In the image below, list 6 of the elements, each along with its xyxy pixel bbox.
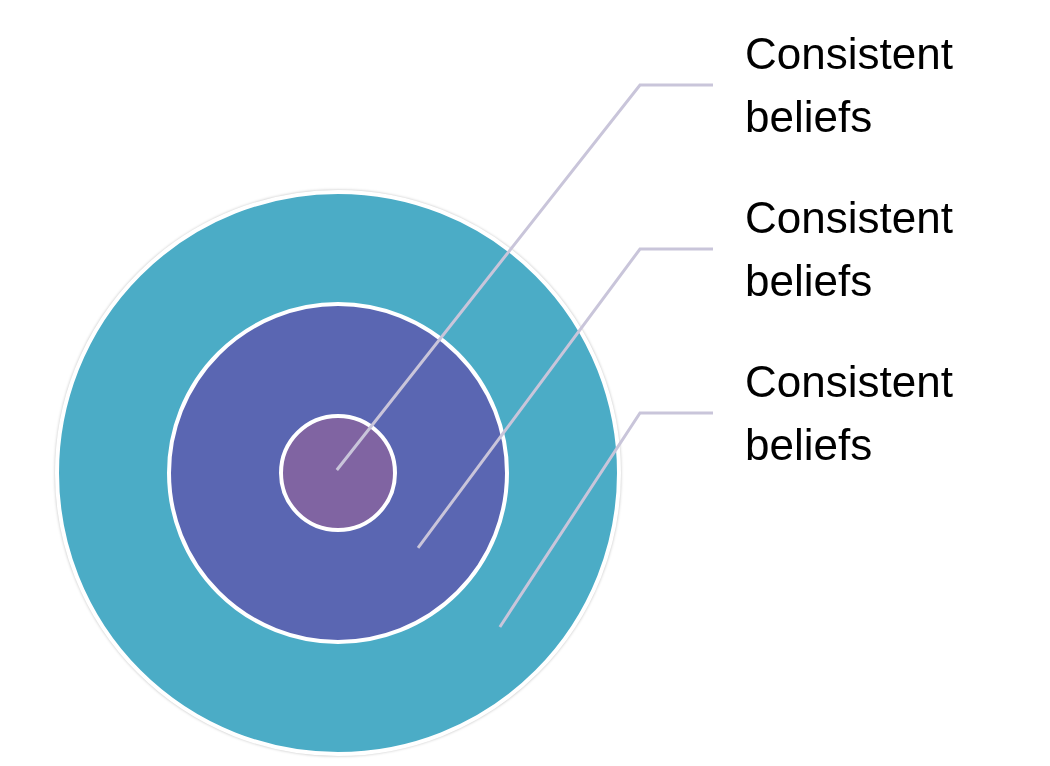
label-text: Consistent beliefs [745,350,1005,476]
label-text: Consistent beliefs [745,22,1005,148]
leader-line [335,83,713,471]
label-text: Consistent beliefs [745,186,1005,312]
leader-line [498,411,713,628]
leader-line [416,247,713,549]
